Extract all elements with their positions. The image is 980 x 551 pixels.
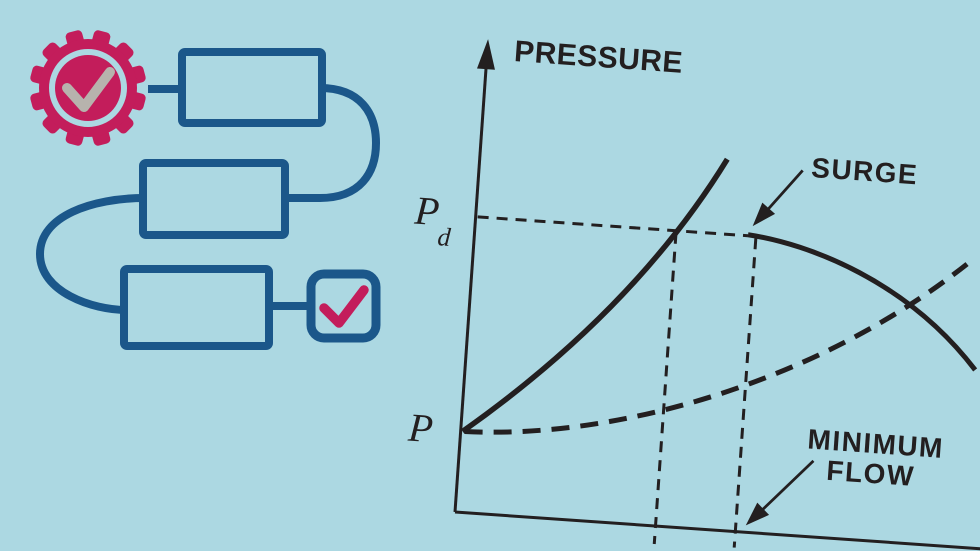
flow-step-3 — [120, 265, 273, 350]
minimum-flow-label-line2: FLOW — [826, 455, 916, 492]
connector-step1-step2 — [287, 84, 381, 202]
discharge-pressure-label: Pd — [411, 187, 455, 252]
surge-label: SURGE — [810, 152, 919, 190]
process-flow-illustration — [30, 30, 381, 350]
minimum-flow-arrow-shaft — [759, 459, 815, 513]
surge-annotation: SURGE — [752, 152, 919, 227]
minimum-flow-dropline — [732, 238, 758, 548]
checkbox-checkmark-icon — [319, 285, 369, 328]
gear-ring — [39, 39, 137, 137]
flow-step-1 — [178, 48, 326, 127]
x-axis — [454, 510, 980, 551]
y-axis-arrowhead-icon — [476, 39, 495, 70]
surge-flow-dropline — [652, 232, 678, 545]
connector-step2-step3 — [35, 194, 146, 314]
suction-pressure-label: P — [406, 405, 435, 452]
surge-arrow-shaft — [764, 169, 804, 213]
flow-step-2 — [139, 159, 289, 239]
checkbox-frame — [306, 269, 381, 343]
surge-arrowhead-icon — [752, 202, 776, 227]
pressure-flow-chart: PRESSURE Pd P SURGE MINIMUM FLOW — [406, 35, 980, 551]
gear-check-icon — [30, 30, 146, 146]
compressor-characteristic-curve — [747, 232, 978, 372]
system-resistance-curve — [464, 255, 977, 435]
pd-subscript: d — [437, 222, 453, 252]
minimum-flow-annotation: MINIMUM FLOW — [745, 423, 945, 526]
minimum-flow-arrowhead-icon — [745, 502, 770, 526]
pd-main: P — [412, 187, 441, 234]
pd-reference-line — [477, 215, 749, 238]
checkbox-check-icon — [306, 269, 381, 343]
gear-checkmark-icon — [62, 67, 115, 112]
y-axis-label: PRESSURE — [513, 35, 684, 80]
y-axis — [453, 64, 488, 513]
surge-line-curve — [461, 157, 730, 434]
